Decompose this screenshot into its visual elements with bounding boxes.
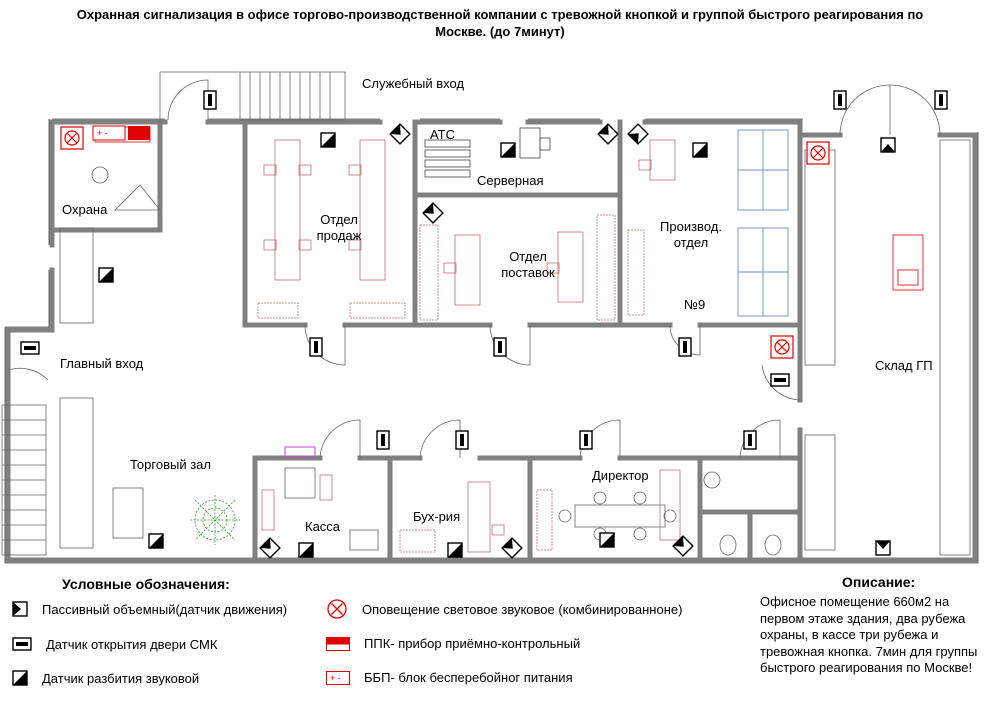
- stairs-service: [159, 71, 346, 122]
- door-swings: [7, 79, 941, 459]
- room-label-trade-hall: Торговый зал: [130, 457, 211, 472]
- legend-item-door: Датчик открытия двери СМК: [12, 636, 217, 652]
- legend-item-motion: Пассивный объемный(датчик движения): [12, 601, 287, 617]
- legend-label: ППК- прибор приёмно-контрольный: [364, 636, 581, 651]
- siren-icon: [60, 126, 84, 150]
- door-sensor-icon: [12, 637, 32, 651]
- room-label-sales: Отдел продаж: [316, 212, 362, 243]
- legend-label: Оповещение световое звуковое (комбиниров…: [362, 601, 683, 617]
- legend-item-control-panel: ППК- прибор приёмно-контрольный: [326, 636, 580, 651]
- legend-title: Условные обозначения:: [62, 576, 230, 592]
- stairs-main: [1, 404, 47, 556]
- furniture: [59, 126, 971, 556]
- svg-text:+ -: + -: [330, 673, 341, 683]
- siren-icon: [770, 335, 794, 359]
- description-title: Описание:: [842, 574, 916, 590]
- svg-text:+ -: + -: [97, 128, 108, 138]
- server-racks: [424, 127, 551, 178]
- ups-icon: + -: [326, 670, 350, 685]
- siren-icon: [806, 141, 830, 165]
- control-panel-icon: [326, 636, 350, 651]
- plant: [190, 495, 240, 545]
- production-racks: [737, 129, 789, 317]
- room-label-main-entrance: Главный вход: [60, 356, 144, 371]
- description-text: Офисное помещение 660м2 на первом этаже …: [760, 594, 978, 675]
- legend-item-siren: Оповещение световое звуковое (комбиниров…: [326, 598, 682, 620]
- room-label-production: Производ. отдел: [660, 219, 722, 250]
- room-label-accounting: Бух-рия: [413, 509, 461, 524]
- room-label-supply: Отдел поставок: [501, 249, 555, 280]
- walls: [5, 119, 978, 563]
- room-label-server: Серверная: [477, 173, 544, 188]
- legend-label: Датчик разбития звуковой: [42, 670, 200, 686]
- room-label-number: №9: [684, 297, 706, 312]
- legend-item-glass: Датчик разбития звуковой: [12, 670, 199, 686]
- room-label-service-entrance: Служебный вход: [362, 76, 465, 91]
- diagram-title: Охранная сигнализация в офисе торгово-пр…: [76, 7, 924, 39]
- legend-label: Датчик открытия двери СМК: [46, 636, 218, 652]
- room-label-guard: Охрана: [62, 202, 108, 217]
- room-label-director: Директор: [592, 468, 649, 483]
- motion-sensor-icon: [12, 601, 28, 617]
- security-devices: + -: [20, 90, 948, 559]
- legend-label: ББП- блок бесперебойног питания: [364, 670, 573, 685]
- room-label-cashier: Касса: [305, 519, 341, 534]
- glass-break-sensor-icon: [12, 670, 28, 686]
- siren-icon: [327, 599, 347, 619]
- room-label-warehouse: Склад ГП: [875, 358, 933, 373]
- legend-label: Пассивный объемный(датчик движения): [42, 601, 288, 617]
- legend-item-ups: + - ББП- блок бесперебойног питания: [326, 670, 573, 685]
- room-label-atc: АТС: [430, 127, 455, 142]
